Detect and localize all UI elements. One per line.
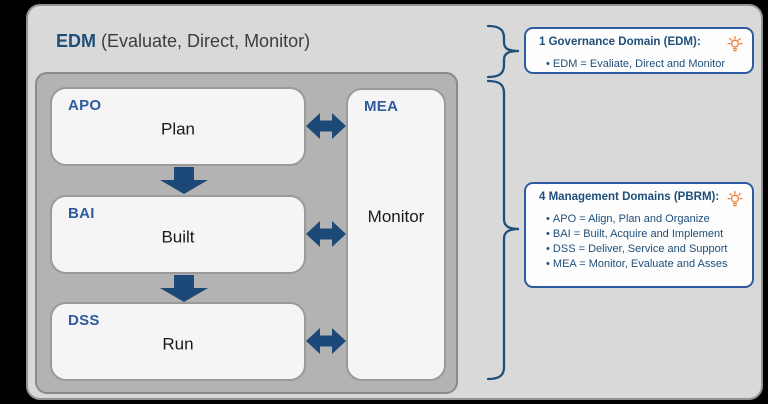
callout-header: 4 Management Domains (PBRM): (539, 190, 744, 208)
down-arrow-icon (160, 275, 208, 302)
domain-label: Plan (160, 118, 196, 138)
callout-bullet: DSS = Deliver, Service and Support (546, 242, 744, 257)
box-dss: DSS Run (50, 302, 306, 381)
management-domains-container: APO Plan BAI Built DSS Run MEA Monitor (35, 72, 458, 394)
callout-title: 1 Governance Domain (EDM): (539, 36, 701, 48)
callout-bullet-list: EDM = Evaliate, Direct and Monitor (546, 57, 744, 72)
callout-bullet: BAI = Built, Acquire and Implement (546, 227, 744, 242)
callout-bullet: EDM = Evaliate, Direct and Monitor (546, 57, 744, 72)
brace-governance (486, 24, 520, 79)
title-abbr: EDM (56, 31, 96, 51)
domain-code: DSS (68, 312, 100, 329)
callout-header: 1 Governance Domain (EDM): (539, 35, 744, 53)
braces (486, 24, 520, 381)
lightbulb-icon (727, 36, 743, 52)
domain-label: Built (161, 226, 195, 246)
callout-bullet: MEA = Monitor, Evaluate and Asses (546, 257, 744, 272)
callout-bullet: APO = Align, Plan and Organize (546, 212, 744, 227)
callout-governance-domain: 1 Governance Domain (EDM): EDM = E (524, 27, 754, 74)
title-subtitle: (Evaluate, Direct, Monitor) (101, 31, 311, 51)
double-arrow-icon (306, 221, 346, 247)
callout-title: 4 Management Domains (PBRM): (539, 191, 720, 203)
double-arrow-icon (306, 328, 346, 354)
down-arrow-icon (160, 167, 208, 194)
domain-code: MEA (364, 98, 399, 115)
callout-management-domains: 4 Management Domains (PBRM): APO = (524, 182, 754, 288)
domain-label: Monitor (367, 207, 425, 227)
callout-bullet-list: APO = Align, Plan and Organize BAI = Bui… (546, 212, 744, 272)
box-apo: APO Plan (50, 87, 306, 166)
domain-label: Run (162, 333, 194, 353)
lightbulb-icon (727, 191, 743, 207)
domain-code: BAI (68, 205, 95, 222)
box-mea: MEA Monitor (346, 88, 446, 381)
box-bai: BAI Built (50, 195, 306, 274)
slide-panel: EDM (Evaluate, Direct, Monitor) APO Plan… (26, 4, 763, 400)
brace-management (486, 79, 520, 381)
page-title: EDM (Evaluate, Direct, Monitor) (56, 31, 310, 52)
domain-code: APO (68, 97, 102, 114)
double-arrow-icon (306, 113, 346, 139)
